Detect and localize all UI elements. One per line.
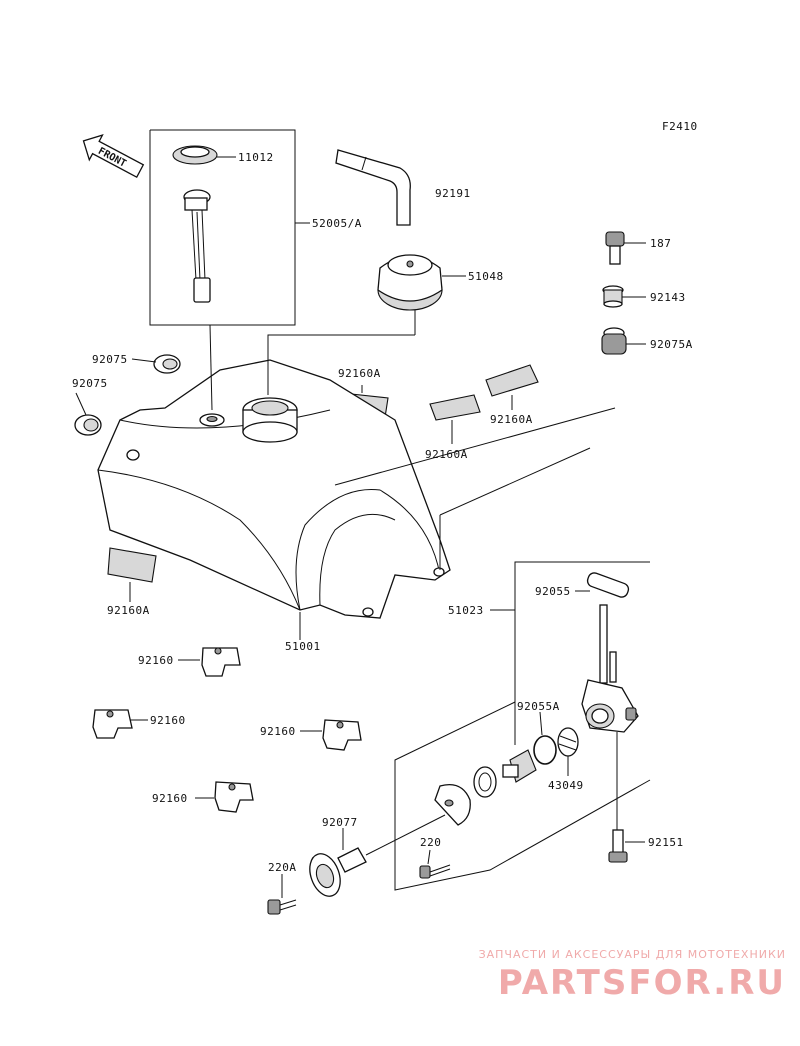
label-92055A: 92055A (517, 700, 560, 713)
label-11012: 11012 (238, 151, 274, 164)
figure-code: F2410 (662, 120, 698, 133)
label-92160-d: 92160 (152, 792, 188, 805)
bracket-92160-c (322, 719, 362, 751)
label-220A: 220A (268, 861, 297, 874)
label-220: 220 (420, 836, 441, 849)
damper-92075A (601, 327, 627, 355)
label-92055: 92055 (535, 585, 571, 598)
fuel-tank (97, 359, 451, 619)
label-92160A-d: 92160A (107, 604, 150, 617)
bracket-92160-a (201, 647, 241, 677)
label-92160A-c: 92160A (490, 413, 533, 426)
fuel-gauge-assembly (149, 129, 296, 326)
label-51048: 51048 (468, 270, 504, 283)
label-51023: 51023 (448, 604, 484, 617)
bracket-92160-d (214, 781, 254, 813)
label-92160-c: 92160 (260, 725, 296, 738)
watermark: ЗАПЧАСТИ И АКСЕССУАРЫ ДЛЯ МОТОТЕХНИКИ PA… (479, 948, 786, 1003)
breather-hose (335, 149, 411, 226)
label-92075-lower: 92075 (72, 377, 108, 390)
label-92160A-a: 92160A (338, 367, 381, 380)
watermark-logo: PARTSFOR.RU (497, 963, 786, 1003)
damper-92075-upper (153, 354, 181, 374)
damper-92075-lower (74, 414, 102, 436)
pad-92160A-b (429, 394, 481, 421)
front-arrow-icon: FRONT (82, 134, 145, 179)
label-92143: 92143 (650, 291, 686, 304)
bolt-187 (605, 231, 625, 265)
label-187: 187 (650, 237, 671, 250)
label-51001: 51001 (285, 640, 321, 653)
collar-92143 (602, 285, 624, 308)
label-92160-b: 92160 (150, 714, 186, 727)
pad-92160A-c (485, 364, 539, 397)
label-92160A-b: 92160A (425, 448, 468, 461)
label-92160-a: 92160 (138, 654, 174, 667)
watermark-caption: ЗАПЧАСТИ И АКСЕССУАРЫ ДЛЯ МОТОТЕХНИКИ (478, 948, 786, 961)
leader-lines (75, 156, 646, 898)
label-92077: 92077 (322, 816, 358, 829)
label-92075-upper: 92075 (92, 353, 128, 366)
label-92191: 92191 (435, 187, 471, 200)
bracket-92160-b (92, 709, 133, 739)
label-92075A: 92075A (650, 338, 693, 351)
label-52005-a: 52005/A (312, 217, 362, 230)
fuel-cap (377, 254, 443, 311)
label-92151: 92151 (648, 836, 684, 849)
pad-92160A-d (107, 547, 157, 583)
fuel-cock-assembly (267, 561, 651, 915)
part-labels: 11012 52005/A 92191 51048 187 92143 9207… (72, 151, 693, 874)
label-43049: 43049 (548, 779, 584, 792)
